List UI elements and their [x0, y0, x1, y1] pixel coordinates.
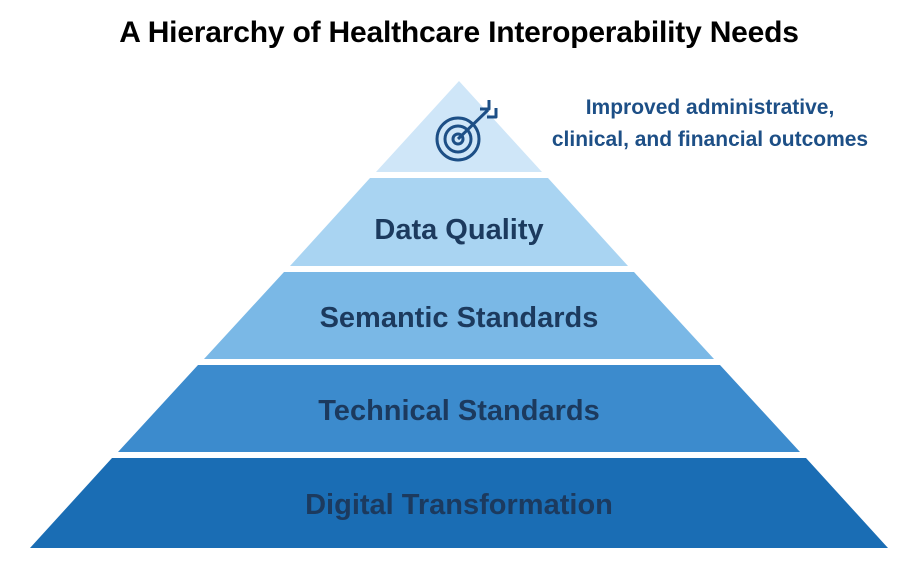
- outcome-line-1: Improved administrative,: [585, 96, 835, 119]
- tier-label-technical-standards: Technical Standards: [318, 395, 600, 427]
- tier-data-quality: [290, 178, 628, 266]
- diagram-title: A Hierarchy of Healthcare Interoperabili…: [119, 16, 799, 49]
- outcome-line-2: clinical, and financial outcomes: [551, 128, 869, 151]
- tier-semantic-standards: [204, 272, 714, 359]
- tier-label-data-quality: Data Quality: [374, 214, 543, 246]
- tier-digital-transformation: [30, 458, 888, 548]
- outcome-text: Improved administrative, clinical, and f…: [522, 92, 898, 156]
- tier-label-semantic-standards: Semantic Standards: [320, 302, 599, 334]
- tier-technical-standards: [118, 365, 800, 452]
- target-arrow-icon: [435, 100, 498, 162]
- tier-label-digital-transformation: Digital Transformation: [305, 489, 613, 521]
